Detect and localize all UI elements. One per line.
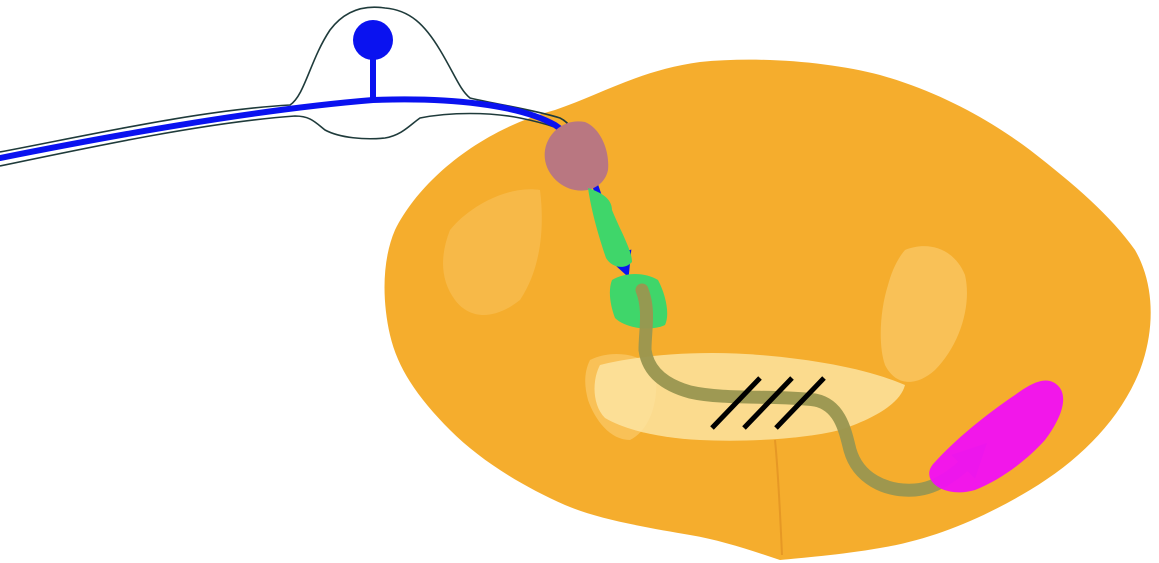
sensory-neuron-cell-body [353, 20, 393, 60]
dorsal-horn-nucleus-lower [610, 274, 667, 329]
spinal-cord-cross-section [385, 60, 1151, 560]
